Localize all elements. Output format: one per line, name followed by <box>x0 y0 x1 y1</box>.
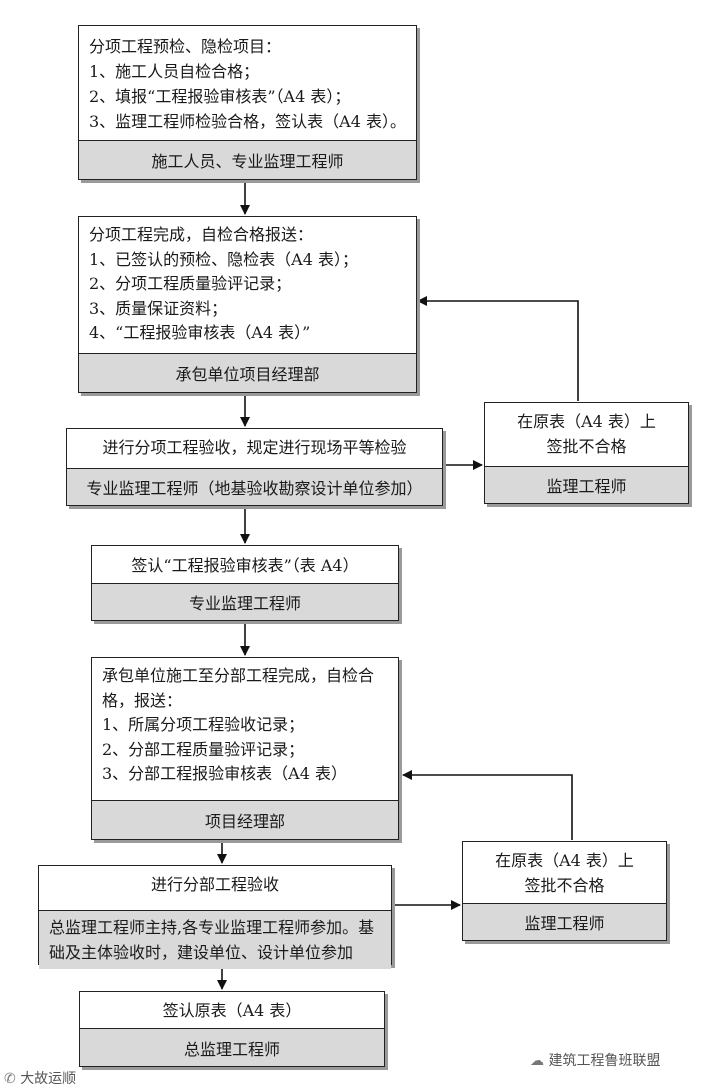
text-line: 总监理工程师主持,各专业监理工程师参加。基 <box>49 918 375 937</box>
text-line: 2、分部工程质量验评记录； <box>102 739 305 759</box>
step-sign-form-body: 签认“工程报验审核表”（表 A4） <box>131 556 359 575</box>
step-subitem-acceptance-role: 专业监理工程师（地基验收勘察设计单位参加） <box>67 468 442 505</box>
text-line: 签批不合格 <box>546 437 627 456</box>
text-line: 2、分项工程质量验评记录； <box>89 274 292 293</box>
step-preinspection-box: 分项工程预检、隐检项目： 1、施工人员自检合格； 2、填报“工程报验审核表”（A… <box>78 25 417 180</box>
step-division-submission-role: 项目经理部 <box>92 800 398 839</box>
watermark-left: ✆ 大故运顺 <box>4 1068 76 1088</box>
step-division-submission-box: 承包单位施工至分部工程完成，自检合 格，报送： 1、所属分项工程验收记录； 2、… <box>91 657 399 840</box>
text-line: 2、填报“工程报验审核表”（A4 表）； <box>89 87 351 106</box>
text-line: 在原表（A4 表）上 <box>517 412 656 431</box>
text-line: 格，报送： <box>102 690 183 710</box>
watermark-right: ☁ 建筑工程鲁班联盟 <box>530 1050 660 1070</box>
arrow-reject1-to-box2 <box>417 296 579 401</box>
arrow-reject2-to-box5 <box>402 770 573 840</box>
step-submission-box: 分项工程完成，自检合格报送： 1、已签认的预检、隐检表（A4 表）； 2、分项工… <box>78 216 417 393</box>
step-sign-original-body: 签认原表（A4 表） <box>162 1001 302 1020</box>
watermark-logo-icon: ✆ <box>4 1071 16 1087</box>
text-line: 分项工程完成，自检合格报送： <box>89 225 314 244</box>
text-line: 3、质量保证资料； <box>89 298 228 318</box>
reject-box-2-body: 在原表（A4 表）上 签批不合格 <box>463 842 666 903</box>
step-sign-original-role: 总监理工程师 <box>80 1028 384 1066</box>
text-line: 3、分部工程报验审核表（A4 表） <box>102 764 348 783</box>
reject-box-2-role: 监理工程师 <box>463 903 666 940</box>
step-submission-body: 分项工程完成，自检合格报送： 1、已签认的预检、隐检表（A4 表）； 2、分项工… <box>79 217 416 353</box>
text-line: 础及主体验收时，建设单位、设计单位参加 <box>49 943 354 962</box>
watermark-right-text: 建筑工程鲁班联盟 <box>548 1053 661 1069</box>
step-division-acceptance-body: 进行分部工程验收 <box>150 875 279 894</box>
step-division-submission-body: 承包单位施工至分部工程完成，自检合 格，报送： 1、所属分项工程验收记录； 2、… <box>92 658 398 800</box>
text-line: 1、所属分项工程验收记录； <box>102 715 305 734</box>
step-preinspection-body: 分项工程预检、隐检项目： 1、施工人员自检合格； 2、填报“工程报验审核表”（A… <box>79 26 416 140</box>
text-line: 1、施工人员自检合格； <box>89 62 260 81</box>
reject-box-1-body: 在原表（A4 表）上 签批不合格 <box>485 403 688 466</box>
reject-box-1: 在原表（A4 表）上 签批不合格 监理工程师 <box>484 402 689 504</box>
step-subitem-acceptance-body: 进行分项工程验收，规定进行现场平等检验 <box>102 438 407 457</box>
wechat-icon: ☁ <box>530 1053 544 1069</box>
text-line: 1、已签认的预检、隐检表（A4 表）； <box>89 249 359 269</box>
watermark-left-text: 大故运顺 <box>20 1071 77 1087</box>
step-sign-form-box: 签认“工程报验审核表”（表 A4） 专业监理工程师 <box>91 545 399 621</box>
step-submission-role: 承包单位项目经理部 <box>79 353 416 392</box>
step-preinspection-role: 施工人员、专业监理工程师 <box>79 140 416 179</box>
step-sign-original-box: 签认原表（A4 表） 总监理工程师 <box>79 991 385 1067</box>
text-line: 分项工程预检、隐检项目： <box>89 37 282 56</box>
text-line: 3、监理工程师检验合格，签认表（A4 表）。 <box>89 112 407 131</box>
text-line: 在原表（A4 表）上 <box>495 851 634 870</box>
step-division-acceptance-role: 总监理工程师主持,各专业监理工程师参加。基 础及主体验收时，建设单位、设计单位参… <box>39 910 391 969</box>
step-subitem-acceptance-box: 进行分项工程验收，规定进行现场平等检验 专业监理工程师（地基验收勘察设计单位参加… <box>66 428 443 506</box>
step-division-acceptance-box: 进行分部工程验收 总监理工程师主持,各专业监理工程师参加。基 础及主体验收时，建… <box>38 865 392 969</box>
text-line: 签批不合格 <box>524 876 605 895</box>
reject-box-2: 在原表（A4 表）上 签批不合格 监理工程师 <box>462 841 667 941</box>
text-line: 承包单位施工至分部工程完成，自检合 <box>102 666 375 685</box>
step-sign-form-role: 专业监理工程师 <box>92 583 398 620</box>
reject-box-1-role: 监理工程师 <box>485 466 688 503</box>
text-line: 4、“工程报验审核表（A4 表）” <box>89 323 311 342</box>
